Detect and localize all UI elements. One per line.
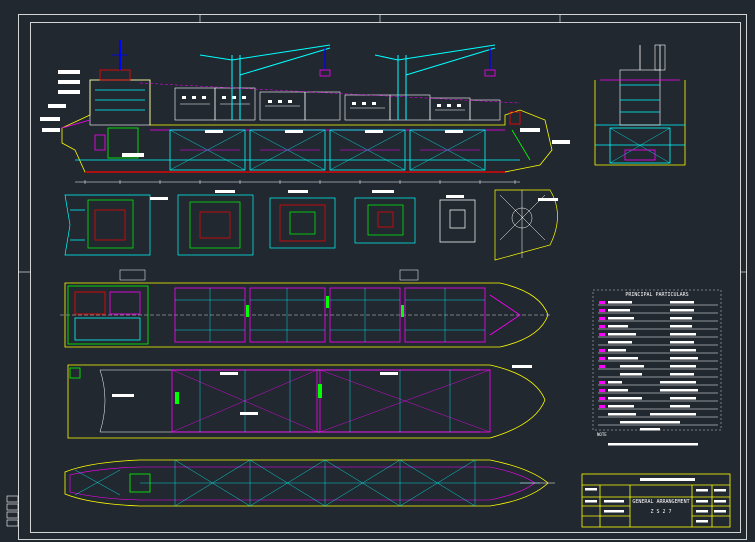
particulars-title: PRINCIPAL PARTICULARS: [625, 292, 688, 298]
particulars-markers: [599, 301, 605, 408]
revision-marks: [6, 495, 19, 527]
note-label: NOTE: [597, 432, 607, 437]
drawing-number: Z S 2 7: [650, 509, 671, 515]
profile-labels: [40, 70, 570, 157]
profile-view: [61, 40, 553, 184]
title-block: [581, 473, 731, 528]
principal-particulars-table: PRINCIPAL PARTICULARS NOTE: [592, 289, 722, 446]
deck-plans-row: [64, 189, 558, 261]
main-deck-labels: [112, 365, 532, 415]
drawing-title: GENERAL ARRANGEMENT: [632, 499, 689, 505]
sheet-outer-border: [18, 14, 747, 540]
deck-plan-labels: [150, 190, 558, 201]
tank-top-plan: [64, 459, 555, 507]
main-deck-plan: [67, 364, 546, 439]
upper-deck-plan: [60, 269, 550, 348]
title-block-text: GENERAL ARRANGEMENT Z S 2 7: [585, 478, 726, 523]
particulars-rows: [598, 304, 718, 426]
particulars-text-blocks: [608, 301, 698, 431]
zone-ticks: [18, 14, 747, 273]
sheet-inner-border: [30, 22, 741, 533]
midship-section-view: [594, 44, 686, 166]
